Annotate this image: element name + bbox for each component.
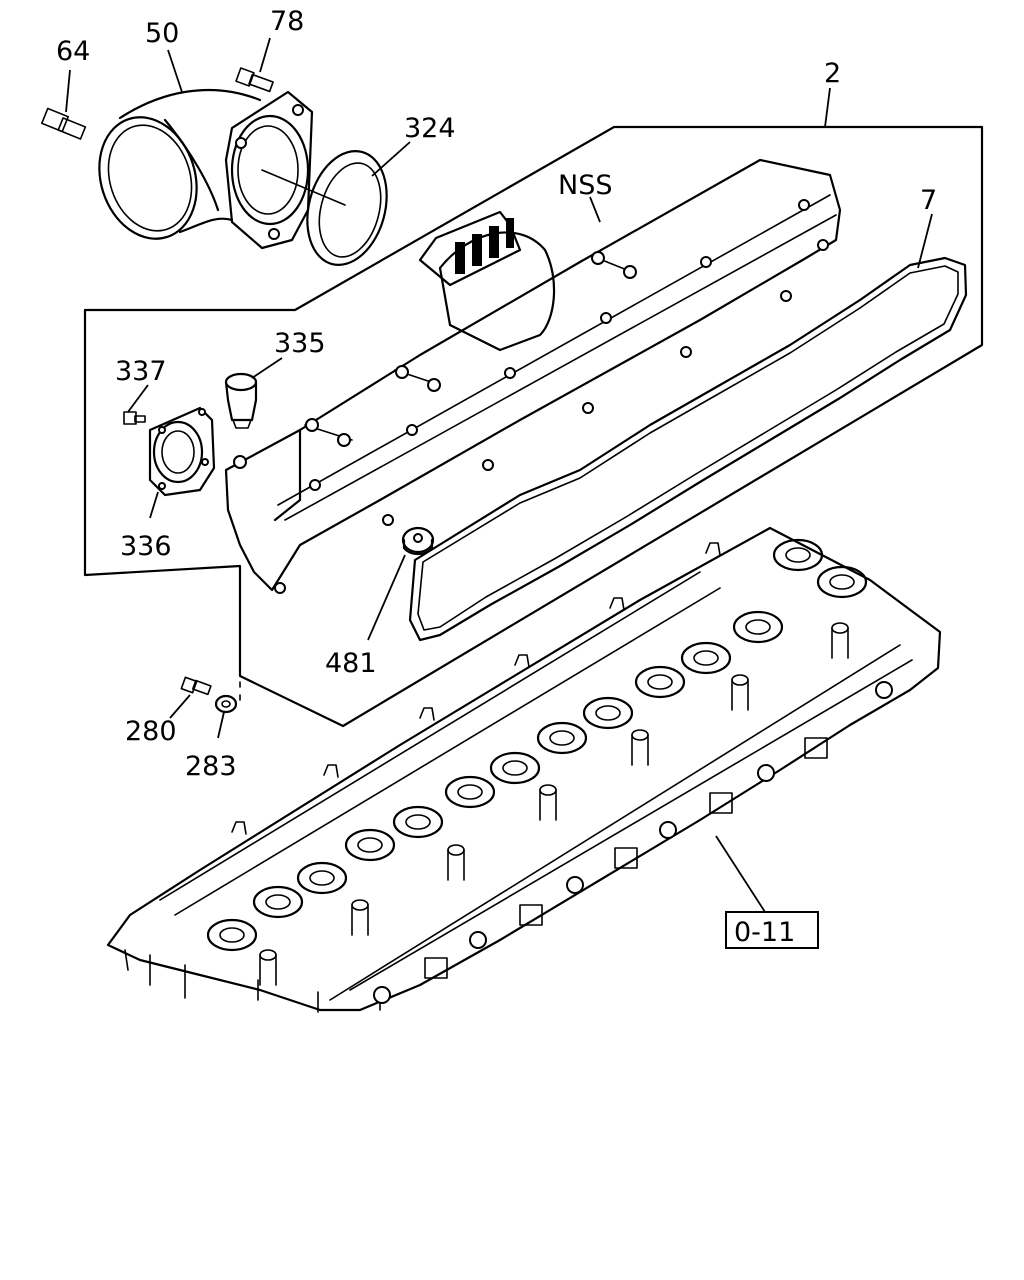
stud-bolt [41, 107, 87, 140]
callout-336: 336 [120, 531, 172, 562]
leader-NSS [589, 196, 601, 223]
callout-2: 2 [824, 58, 841, 89]
callout-50: 50 [145, 18, 179, 49]
washer-283 [214, 694, 238, 739]
small-bolt [123, 384, 149, 425]
leader-2 [824, 87, 831, 128]
gasket [408, 256, 968, 642]
callout-335: 335 [274, 328, 326, 359]
leader-324 [371, 141, 411, 177]
manifold-body [224, 158, 842, 594]
callout-324: 324 [404, 113, 456, 144]
bolt-280 [169, 676, 212, 719]
callout-481: 481 [325, 648, 377, 679]
callout-337: 337 [115, 356, 167, 387]
callout-283: 283 [185, 751, 237, 782]
leader-336 [149, 491, 159, 519]
leader-78 [259, 37, 271, 73]
reference-box-label: 0-11 [734, 917, 795, 948]
seal-ring [261, 150, 388, 266]
callout-78: 78 [270, 6, 304, 37]
leader-50 [167, 49, 183, 93]
cylinder-head-leader [715, 835, 766, 913]
elbow-pipe [98, 89, 262, 240]
grommet [367, 526, 435, 641]
plug [224, 357, 283, 429]
reference-box[interactable]: 0-11 [725, 911, 819, 949]
cylinder-head [106, 526, 942, 1013]
leader-7 [917, 213, 933, 269]
leader-64 [65, 69, 71, 113]
callout-280: 280 [125, 716, 177, 747]
flange-bolt [235, 67, 274, 93]
callout-64: 64 [56, 36, 90, 67]
callout-NSS: NSS [558, 170, 612, 201]
cover-plate [148, 406, 216, 497]
elbow-flange [224, 90, 314, 250]
callout-7: 7 [920, 185, 937, 216]
